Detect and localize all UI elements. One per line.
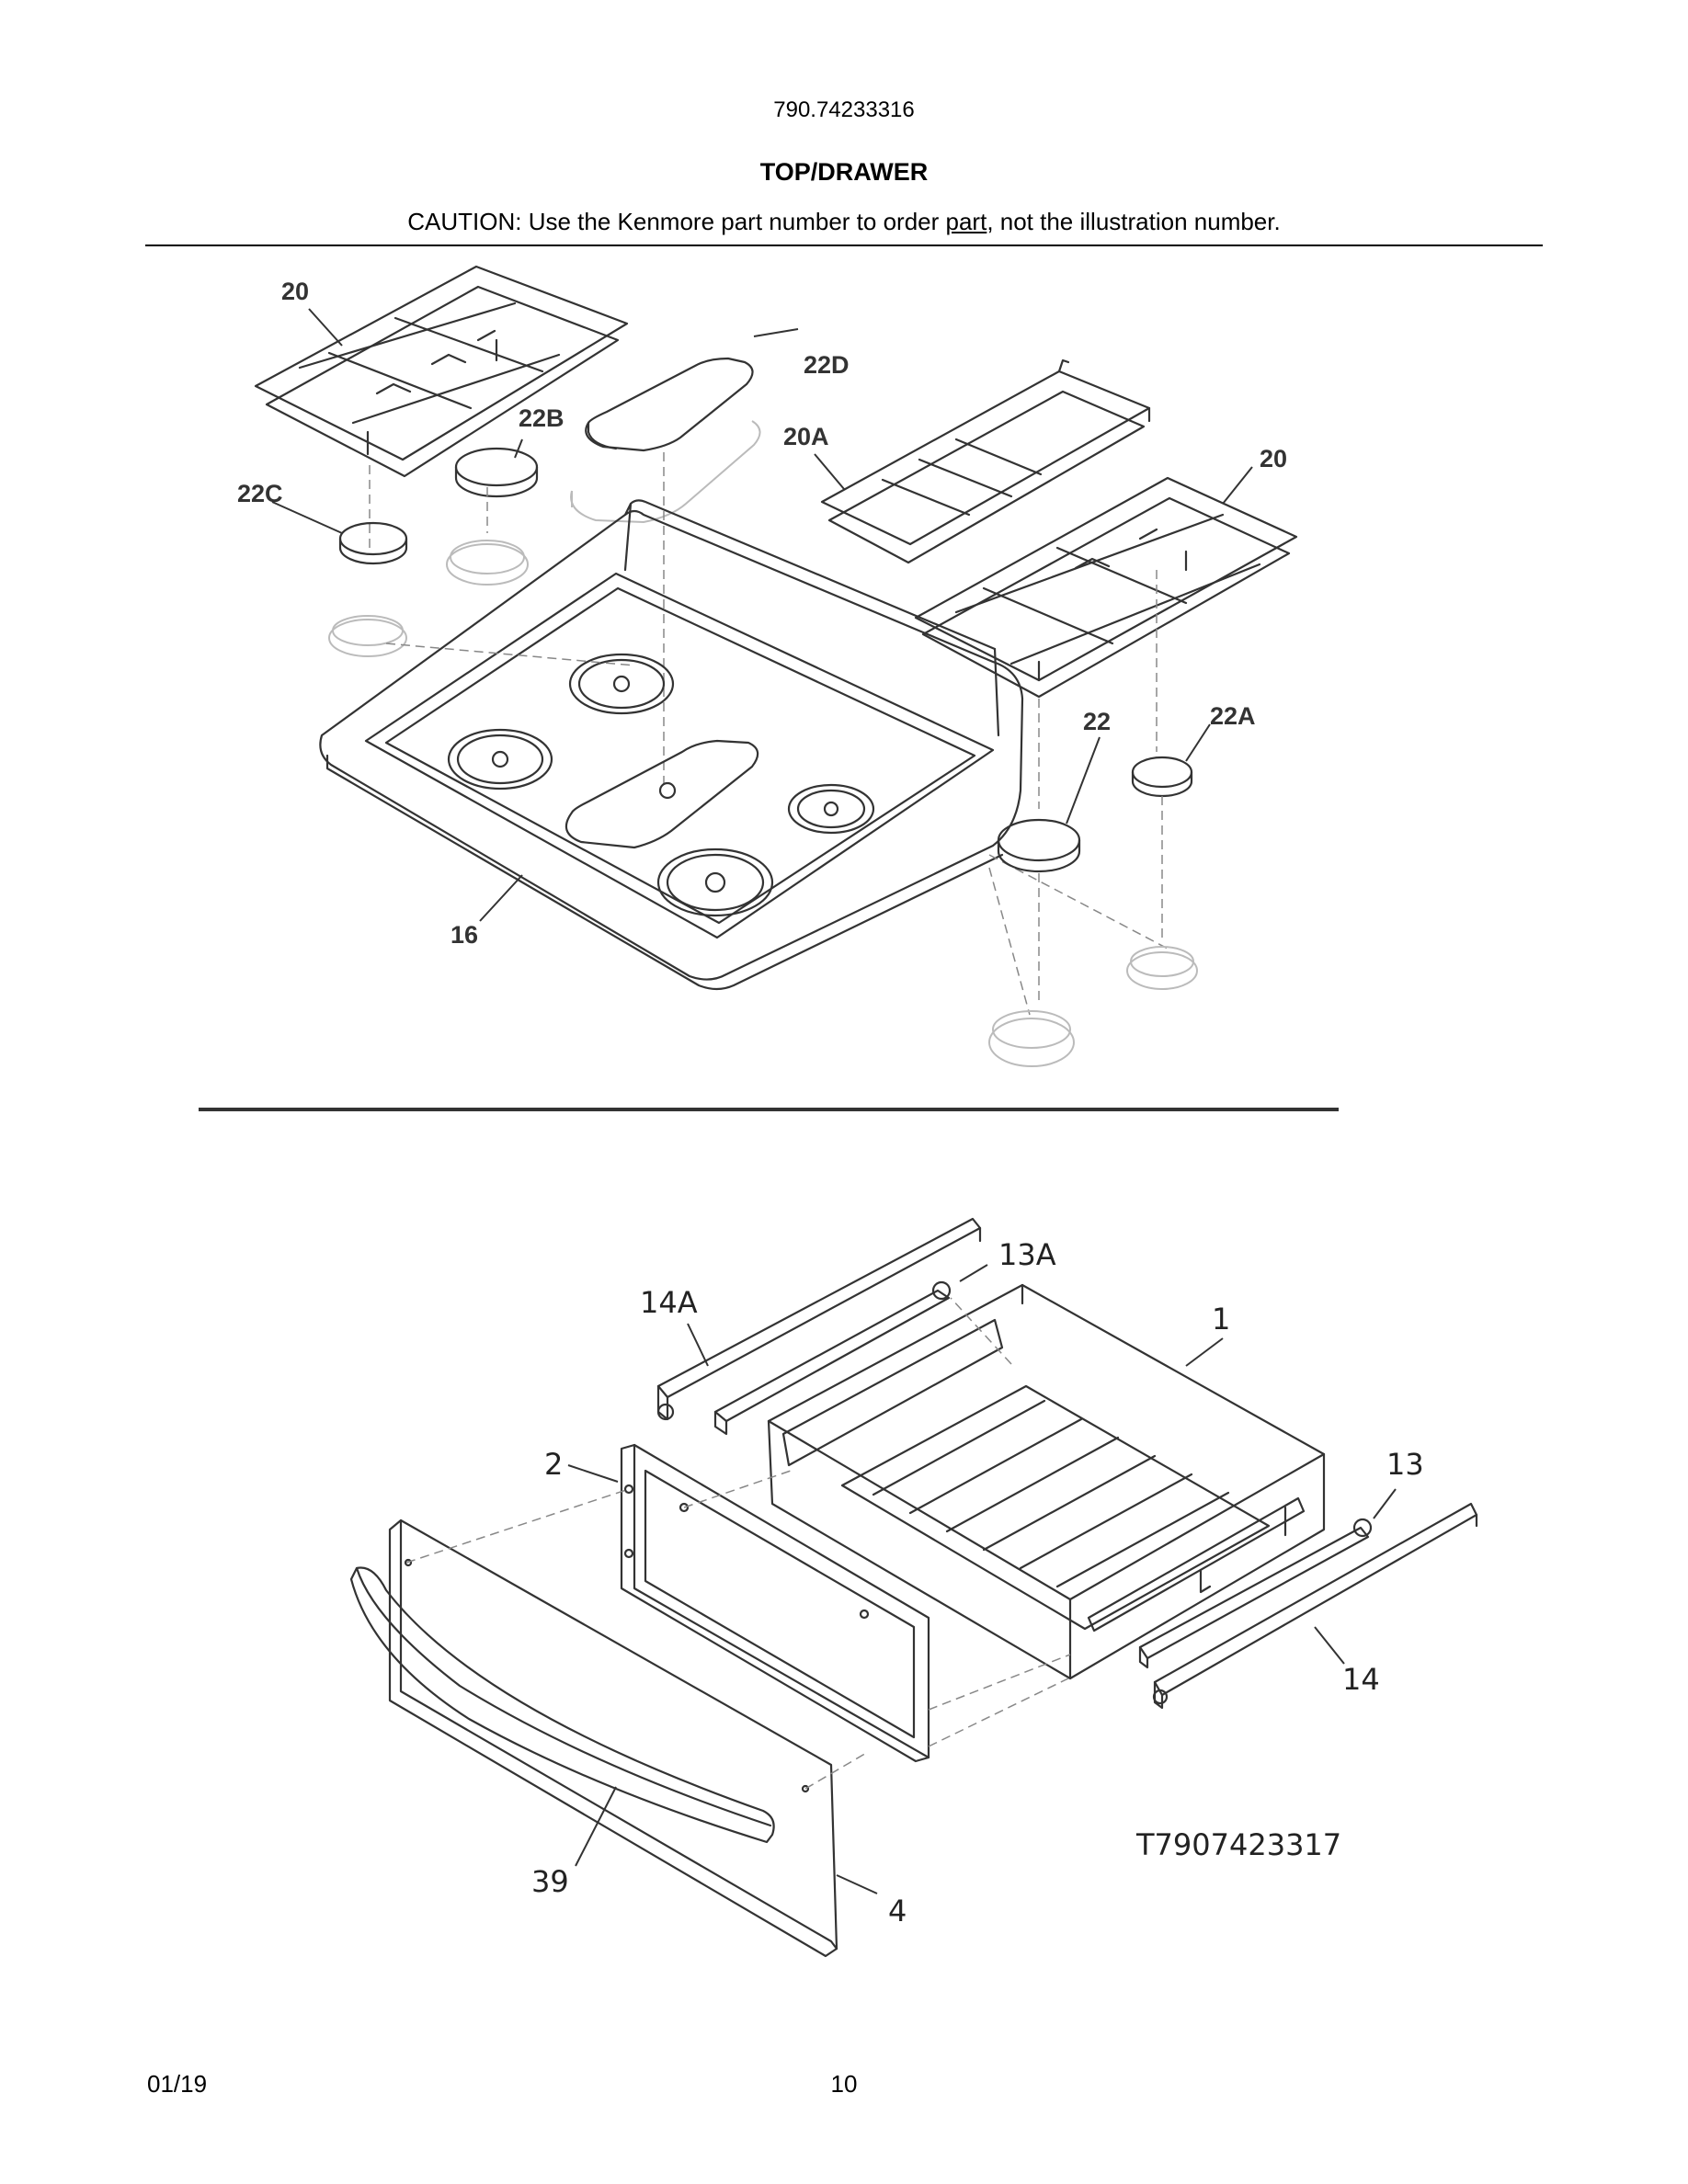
callout-20a: 20A bbox=[783, 423, 829, 450]
drawer-handle-39 bbox=[349, 1566, 775, 1844]
callout-4: 4 bbox=[888, 1894, 907, 1928]
header-divider bbox=[145, 245, 1543, 246]
callout-14a: 14A bbox=[640, 1285, 698, 1320]
callout-13a: 13A bbox=[998, 1237, 1056, 1272]
center-grate-20a bbox=[820, 358, 1151, 564]
burner-well-left-front bbox=[447, 728, 553, 791]
glide-13-part bbox=[1138, 1518, 1373, 1669]
callout-39: 39 bbox=[531, 1864, 569, 1899]
caution-note: CAUTION: Use the Kenmore part number to … bbox=[0, 208, 1688, 236]
burner-well-right-rear bbox=[787, 783, 875, 835]
burner-base-ghost-left bbox=[328, 540, 529, 657]
callout-1: 1 bbox=[1212, 1302, 1230, 1337]
section-divider bbox=[199, 1108, 1339, 1111]
burner-base-ghost-right bbox=[988, 946, 1198, 1067]
left-grate-part bbox=[254, 265, 629, 478]
burner-cap-22c bbox=[338, 521, 408, 565]
right-grate-part bbox=[914, 476, 1298, 699]
drawer-frame-part-2 bbox=[620, 1443, 930, 1763]
glide-14a-part bbox=[656, 1217, 982, 1421]
callout-20-right: 20 bbox=[1260, 445, 1287, 472]
glide-13a-part bbox=[713, 1280, 952, 1436]
footer-date: 01/19 bbox=[147, 2070, 208, 2098]
callout-22: 22 bbox=[1083, 708, 1111, 735]
callout-13: 13 bbox=[1386, 1447, 1424, 1482]
burner-cap-22a bbox=[1131, 756, 1193, 798]
burner-cap-22 bbox=[997, 818, 1081, 873]
callout-14: 14 bbox=[1342, 1662, 1380, 1697]
burner-well-center-oval bbox=[565, 739, 759, 849]
callout-20-left: 20 bbox=[281, 278, 309, 305]
caution-underlined-word: part bbox=[945, 208, 987, 235]
drawer-body-part-1 bbox=[767, 1283, 1326, 1680]
center-cap-22d bbox=[570, 357, 761, 524]
section-title: TOP/DRAWER bbox=[759, 158, 929, 186]
footer-page-number: 10 bbox=[830, 2070, 858, 2098]
callout-22a: 22A bbox=[1210, 702, 1256, 730]
callout-16: 16 bbox=[451, 921, 478, 949]
bottom-drawer-diagram: 13A 14A 1 2 13 14 39 4 T7907423317 bbox=[349, 1217, 1478, 1958]
model-number: 790.74233316 bbox=[773, 97, 915, 122]
callout-22b: 22B bbox=[519, 404, 565, 432]
burner-well-left-rear bbox=[568, 653, 675, 715]
top-cooktop-diagram: 20 22D 22B 20A 20 22C 22 22A 16 bbox=[237, 265, 1298, 1067]
callout-2: 2 bbox=[544, 1447, 563, 1482]
burner-well-right-front bbox=[656, 847, 774, 917]
glide-14-part bbox=[1152, 1502, 1478, 1710]
burner-cap-22b bbox=[454, 447, 539, 498]
drawer-panel-part-4 bbox=[388, 1519, 838, 1958]
callout-22d: 22D bbox=[804, 351, 850, 379]
figure-id: T7907423317 bbox=[1135, 1827, 1341, 1862]
caution-prefix: CAUTION: Use the Kenmore part number to … bbox=[407, 208, 946, 235]
callout-22c: 22C bbox=[237, 480, 283, 507]
cooktop-part-16 bbox=[319, 499, 1024, 991]
caution-suffix: , not the illustration number. bbox=[987, 208, 1281, 235]
